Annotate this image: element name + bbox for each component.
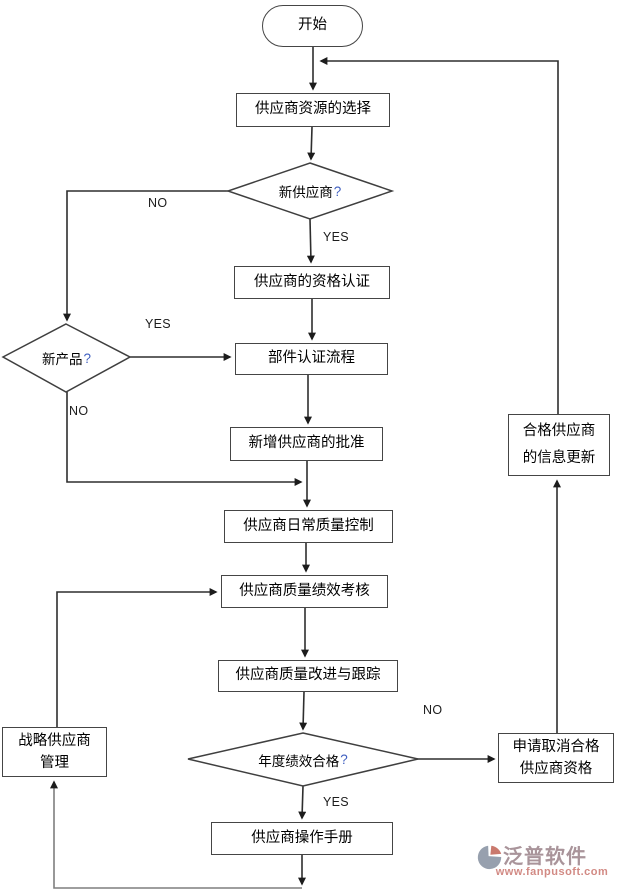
start-node: 开始 bbox=[262, 5, 363, 47]
cancel-request-label: 申请取消合格 供应商资格 bbox=[512, 738, 600, 777]
decision-new-product-shape bbox=[1, 323, 132, 393]
edge-improvement-to-annual bbox=[299, 691, 308, 731]
strategic-node: 战略供应商 管理 bbox=[2, 727, 107, 777]
select-supplier-label: 供应商资源的选择 bbox=[255, 101, 371, 118]
component-cert-node: 部件认证流程 bbox=[235, 343, 388, 375]
edge-label-new-product-no: NO bbox=[69, 404, 89, 418]
edge-new-product-no-join bbox=[66, 392, 303, 486]
decision-new-supplier-shape bbox=[225, 162, 395, 220]
edge-new-supplier-yes-to-qualification bbox=[306, 218, 315, 264]
manual-label: 供应商操作手册 bbox=[251, 829, 353, 846]
approval-label: 新增供应商的批准 bbox=[248, 435, 365, 452]
decision-annual-label: 年度绩效合格? bbox=[258, 752, 348, 769]
improvement-label: 供应商质量改进与跟踪 bbox=[235, 667, 381, 684]
info-update-label: 合格供应商 的信息更新 bbox=[522, 423, 596, 466]
edge-new-supplier-no-to-new-product bbox=[63, 190, 228, 322]
watermark-url: www.fanpusoft.com bbox=[495, 866, 609, 878]
manual-node: 供应商操作手册 bbox=[211, 822, 393, 855]
question-mark: ? bbox=[83, 350, 91, 366]
daily-quality-node: 供应商日常质量控制 bbox=[224, 510, 393, 543]
fanpu-logo-icon bbox=[477, 845, 502, 870]
edge-label-new-supplier-no: NO bbox=[148, 196, 168, 210]
watermark: 泛普软件 www.fanpusoft.com bbox=[474, 840, 618, 884]
strategic-label: 战略供应商 管理 bbox=[18, 732, 91, 771]
edge-label-new-supplier-yes: YES bbox=[323, 230, 349, 244]
daily-quality-label: 供应商日常质量控制 bbox=[243, 517, 374, 534]
edge-update-feedback-to-top bbox=[319, 57, 559, 414]
edge-label-annual-yes: YES bbox=[323, 795, 349, 809]
qualification-label: 供应商的资格认证 bbox=[254, 273, 370, 290]
cancel-request-node: 申请取消合格 供应商资格 bbox=[498, 733, 614, 783]
edge-label-new-product-yes: YES bbox=[145, 317, 171, 331]
select-supplier-node: 供应商资源的选择 bbox=[236, 93, 390, 127]
edge-strategic-to-performance bbox=[56, 588, 218, 727]
approval-node: 新增供应商的批准 bbox=[230, 427, 383, 461]
question-mark: ? bbox=[340, 752, 348, 767]
decision-new-product-label: 新产品? bbox=[41, 350, 91, 368]
edge-annual-yes-to-manual bbox=[298, 785, 307, 820]
component-cert-label: 部件认证流程 bbox=[268, 350, 355, 367]
decision-new-supplier-label: 新供应商? bbox=[278, 183, 342, 201]
decision-annual-shape bbox=[187, 732, 419, 787]
info-update-node: 合格供应商 的信息更新 bbox=[508, 414, 610, 476]
edge-label-annual-no: NO bbox=[423, 703, 443, 717]
edge-select-to-new-supplier bbox=[307, 126, 316, 161]
watermark-brand: 泛普软件 bbox=[503, 846, 587, 868]
qualification-node: 供应商的资格认证 bbox=[234, 266, 390, 299]
performance-node: 供应商质量绩效考核 bbox=[221, 575, 388, 608]
edge-loop-to-strategic bbox=[50, 780, 302, 889]
improvement-node: 供应商质量改进与跟踪 bbox=[218, 660, 398, 692]
question-mark: ? bbox=[333, 183, 342, 199]
start-label: 开始 bbox=[298, 17, 327, 34]
performance-label: 供应商质量绩效考核 bbox=[239, 582, 370, 599]
